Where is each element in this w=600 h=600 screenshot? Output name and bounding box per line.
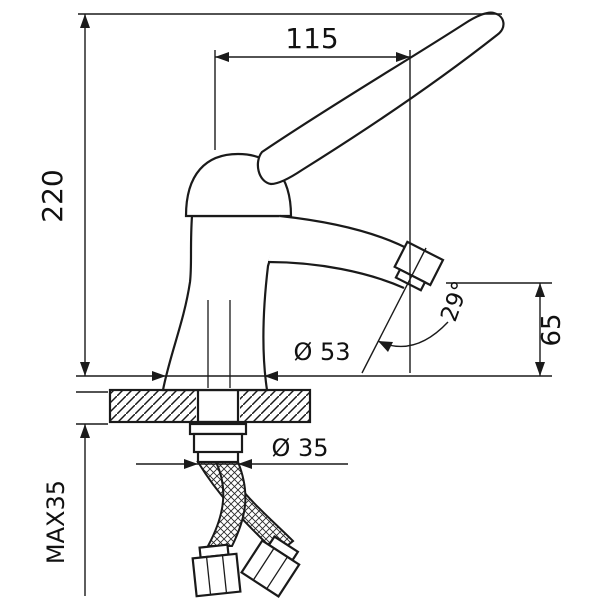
arrow-220-bottom bbox=[80, 362, 90, 376]
spout-fill bbox=[268, 216, 414, 288]
mounting-washer bbox=[188, 422, 248, 436]
arrow-115-left bbox=[215, 52, 229, 62]
arrow-base-right bbox=[264, 371, 278, 381]
spout-angle-line bbox=[361, 247, 427, 374]
supply-hose-left bbox=[206, 461, 247, 547]
arrow-max35 bbox=[80, 424, 90, 438]
counter-deck bbox=[108, 388, 312, 424]
arrow-shank-right bbox=[238, 459, 252, 469]
faucet-base bbox=[161, 214, 285, 392]
spout bbox=[267, 214, 415, 290]
arrow-65-bottom bbox=[535, 362, 545, 376]
deck-hatch-right bbox=[240, 391, 309, 421]
dim-115-label: 115 bbox=[285, 22, 338, 55]
arrow-65-top bbox=[535, 283, 545, 297]
lever-handle bbox=[256, 11, 505, 186]
arrow-shank-left bbox=[184, 459, 198, 469]
hose-nut-right bbox=[240, 535, 301, 598]
dim-max-thickness-label: MAX35 bbox=[42, 480, 70, 564]
hose-nut-left bbox=[191, 543, 242, 598]
arrow-angle bbox=[378, 341, 393, 352]
arrow-base-left bbox=[152, 371, 166, 381]
mounting-nut bbox=[192, 432, 244, 454]
arrow-220-top bbox=[80, 14, 90, 28]
dim-65-label: 65 bbox=[537, 313, 567, 346]
mounting-shank bbox=[188, 391, 248, 464]
deck-hatch-left bbox=[111, 391, 196, 421]
faucet-body bbox=[161, 11, 505, 392]
dim-shank-diameter-label: Ø 35 bbox=[271, 434, 328, 462]
dim-220-label: 220 bbox=[36, 169, 69, 222]
dim-angle-label: 29° bbox=[436, 278, 474, 325]
dimension-labels: 115 220 65 29° Ø 53 Ø 35 MAX35 bbox=[36, 22, 567, 564]
arrow-115-right bbox=[396, 52, 410, 62]
dim-base-diameter-label: Ø 53 bbox=[293, 338, 350, 366]
dimension-lines bbox=[76, 13, 552, 596]
